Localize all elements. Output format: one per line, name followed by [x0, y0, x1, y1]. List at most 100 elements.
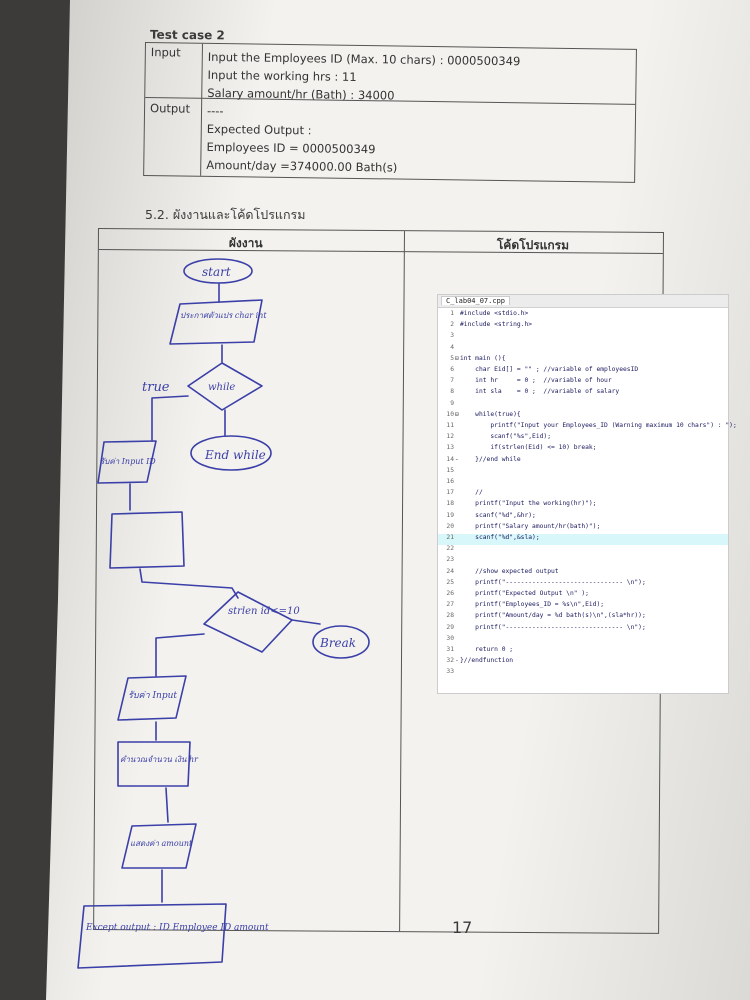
code-line: 30	[438, 635, 728, 646]
line-number: 23	[446, 556, 454, 564]
code-text: scanf("%d",&hr);	[460, 511, 536, 519]
line-number: 29	[446, 623, 454, 631]
flow-arrow	[291, 619, 321, 625]
line-number: 24	[446, 567, 454, 575]
code-text: if(strlen(Eid) <= 10) break;	[460, 444, 597, 452]
fold-marker-icon[interactable]: ⊟	[455, 410, 459, 418]
line-number: 21	[446, 534, 454, 541]
line-number: 5	[450, 354, 454, 362]
line-number: 2	[450, 321, 454, 329]
code-line: 18 printf("Input the working(hr)");	[438, 500, 728, 511]
true-label: true	[142, 380, 170, 395]
line-number: 26	[446, 590, 454, 597]
line-number: 3	[450, 332, 454, 340]
declare-text: ประกาศตัวแปร char int	[180, 311, 267, 320]
code-line: 29 printf("-----------------------------…	[438, 624, 728, 635]
expect-text: Except output : ID Employee ID amount	[85, 923, 269, 933]
code-text: }//end while	[460, 455, 521, 463]
line-number: 19	[446, 511, 454, 519]
line-number: 17	[446, 489, 454, 497]
line-number: 20	[446, 522, 454, 530]
strlen-text: strlen id<=10	[228, 606, 300, 617]
line-number: 31	[446, 646, 454, 653]
code-line: 10⊟ while(true){	[438, 411, 728, 422]
line-number: 13	[446, 444, 454, 452]
code-line: 6 char Eid[] = "" ; //variable of employ…	[438, 366, 728, 377]
fold-marker-icon[interactable]: ⊟	[455, 354, 459, 362]
code-text: char Eid[] = "" ; //variable of employee…	[460, 366, 639, 373]
code-line: 7 int hr = 0 ; //variable of hour	[438, 377, 728, 388]
line-number: 7	[450, 377, 454, 385]
code-text: int sla = 0 ; //variable of salary	[460, 388, 620, 396]
code-line: 27 printf("Employees_ID = %s\n",Eid);	[438, 601, 728, 612]
code-text: return 0 ;	[460, 646, 514, 653]
code-line: 21 scanf("%d",&sla);	[438, 534, 728, 545]
code-text: //	[460, 489, 483, 497]
code-line: 23	[438, 556, 728, 567]
fold-marker-icon[interactable]: -	[455, 657, 459, 665]
show-box	[121, 823, 197, 869]
code-line: 12 scanf("%s",Eid);	[438, 433, 728, 444]
code-text: printf("Amount/day = %d bath(s)\n",(sla*…	[460, 612, 646, 620]
code-line: 13 if(strlen(Eid) <= 10) break;	[438, 444, 728, 455]
fold-marker-icon[interactable]: -	[455, 455, 459, 463]
calc-box	[117, 741, 191, 787]
code-line: 22	[438, 545, 728, 556]
line-number: 25	[446, 578, 454, 586]
line-number: 22	[446, 545, 454, 553]
input-id-box	[97, 440, 157, 484]
code-line: 28 printf("Amount/day = %d bath(s)\n",(s…	[438, 612, 728, 623]
start-text: start	[202, 265, 231, 279]
line-number: 6	[450, 366, 454, 373]
flow-arrow	[165, 787, 169, 823]
line-number: 28	[446, 612, 454, 620]
declare-box	[169, 299, 263, 345]
code-line: 32-}//endfunction	[438, 657, 728, 668]
code-text: scanf("%d",&sla);	[460, 534, 540, 541]
code-line: 9	[438, 400, 728, 411]
code-line: 3	[438, 332, 728, 343]
code-line: 11 printf("Input your Employees_ID (Warn…	[438, 422, 736, 433]
code-text: //show expected output	[460, 567, 559, 575]
code-text: #include <string.h>	[460, 321, 533, 329]
code-text: printf("Input the working(hr)");	[460, 500, 597, 508]
line-number: 32	[446, 657, 454, 665]
end-while-terminal	[190, 435, 272, 471]
line-number: 30	[446, 634, 454, 642]
code-line: 19 scanf("%d",&hr);	[438, 512, 728, 523]
line-number: 11	[446, 422, 454, 429]
code-screenshot: C_lab04_07.cpp 1#include <stdio.h>2#incl…	[437, 294, 737, 694]
code-text: }//endfunction	[460, 657, 514, 665]
code-line: 25 printf("-----------------------------…	[438, 579, 728, 590]
code-text: printf("Expected Output \n" );	[460, 590, 589, 597]
code-line: 31 return 0 ;	[438, 646, 728, 657]
code-line: 14- }//end while	[438, 456, 728, 467]
process-box	[109, 511, 185, 569]
code-line: 26 printf("Expected Output \n" );	[438, 590, 728, 601]
code-text: printf("------------------------------- …	[460, 578, 646, 586]
flow-arrow	[151, 395, 189, 441]
break-terminal	[312, 625, 370, 659]
code-line: 4	[438, 344, 728, 355]
strlen-decision	[203, 591, 293, 653]
code-line: 2 #include <string.h>	[438, 321, 728, 332]
code-text: printf("Salary amount/hr(bath)");	[460, 522, 601, 530]
file-tab[interactable]: C_lab04_07.cpp	[441, 296, 511, 305]
editor-tabbar: C_lab04_07.cpp	[438, 295, 728, 308]
input-box	[117, 675, 187, 721]
code-line: 17 //	[438, 489, 728, 500]
flow-arrow	[139, 568, 239, 599]
code-line: 15	[438, 467, 728, 478]
input-text: รับค่า Input	[128, 690, 177, 701]
code-text: scanf("%s",Eid);	[460, 433, 551, 441]
start-terminal	[183, 258, 253, 284]
line-number: 10	[446, 410, 454, 418]
code-line: 24 //show expected output	[438, 568, 728, 579]
break-text: Break	[319, 636, 356, 650]
code-text: while(true){	[460, 410, 521, 418]
end-while-text: End while	[204, 448, 266, 462]
code-line: 8 int sla = 0 ; //variable of salary	[438, 388, 728, 399]
page-number: 17	[452, 918, 473, 937]
while-decision	[187, 362, 263, 411]
